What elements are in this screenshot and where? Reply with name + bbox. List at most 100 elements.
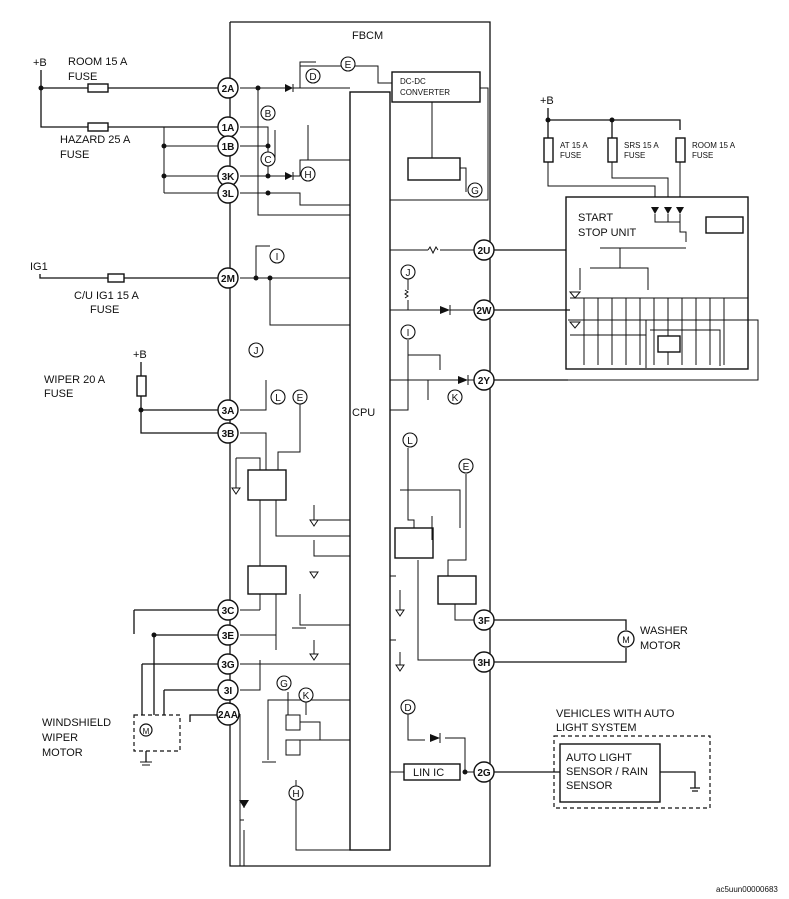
hazard-fuse — [87, 122, 109, 132]
ref-e-3: E — [458, 458, 474, 474]
ref-e-2: E — [292, 389, 308, 405]
diode-2a — [285, 84, 293, 92]
wiper-fuse — [136, 375, 147, 397]
dcdc-internal-block — [407, 157, 461, 181]
svg-text:2W: 2W — [477, 306, 493, 317]
svg-text:3C: 3C — [222, 606, 235, 617]
svg-text:B: B — [265, 109, 272, 120]
svg-text:3I: 3I — [224, 686, 233, 697]
svg-text:D: D — [309, 72, 316, 83]
ig1-label: IG1 — [30, 261, 48, 273]
svg-text:3A: 3A — [222, 406, 235, 417]
svg-text:J: J — [406, 268, 411, 279]
b-plus-right: +B — [540, 95, 554, 107]
svg-text:I: I — [276, 252, 279, 263]
ref-d-1: D — [305, 68, 321, 84]
ref-i-1: I — [269, 248, 285, 264]
svg-text:1A: 1A — [222, 123, 235, 134]
ig1-wire — [39, 274, 218, 279]
connector-2y: 2Y — [473, 369, 495, 391]
svg-text:3H: 3H — [478, 658, 491, 669]
svg-text:3G: 3G — [221, 660, 235, 671]
ref-g-2: G — [276, 675, 292, 691]
connector-3i: 3I — [217, 679, 239, 701]
b-plus-wiper: +B — [133, 349, 147, 361]
ref-b-1: B — [260, 105, 276, 121]
dcdc-converter-block — [391, 71, 481, 103]
ref-g-1: G — [467, 182, 483, 198]
cu-fuse-label-1: C/U IG1 15 A — [74, 290, 139, 302]
svg-text:E: E — [463, 462, 470, 473]
ws-motor-label-2: WIPER — [42, 732, 78, 744]
ref-j-1: J — [248, 342, 264, 358]
svg-text:2M: 2M — [221, 274, 235, 285]
svg-text:K: K — [303, 691, 310, 702]
svg-text:2Y: 2Y — [478, 376, 491, 387]
svg-text:3K: 3K — [222, 172, 236, 183]
room2-fuse-label-1: ROOM 15 A — [692, 141, 736, 150]
cu-ig1-fuse — [107, 273, 125, 283]
connector-3b: 3B — [217, 422, 239, 444]
cpu-block — [349, 91, 391, 851]
room-fuse-label-2: FUSE — [68, 71, 97, 83]
connector-2m: 2M — [217, 267, 239, 289]
auto-light-sensor-block — [559, 743, 661, 803]
connector-3f: 3F — [473, 609, 495, 631]
svg-text:2AA: 2AA — [218, 710, 238, 721]
svg-text:E: E — [297, 393, 304, 404]
svg-text:J: J — [254, 346, 259, 357]
ws-motor-label-3: MOTOR — [42, 747, 83, 759]
ref-i-2: I — [400, 324, 416, 340]
ref-k-1: K — [447, 389, 463, 405]
svg-text:2U: 2U — [478, 246, 491, 257]
washer-relay-2 — [437, 575, 477, 605]
auto-label-1: VEHICLES WITH AUTO — [556, 708, 675, 720]
fbcm-outline — [229, 21, 491, 867]
ref-k-2: K — [298, 687, 314, 703]
washer-motor — [617, 630, 635, 648]
svg-text:3F: 3F — [478, 616, 490, 627]
ssu-label-2: STOP UNIT — [578, 227, 637, 239]
ws-motor-label-1: WINDSHIELD — [42, 717, 111, 729]
connector-2a: 2A — [217, 77, 239, 99]
svg-text:L: L — [407, 436, 413, 447]
room2-fuse-label-2: FUSE — [692, 151, 713, 160]
room-fuse-label-1: ROOM 15 A — [68, 56, 128, 68]
svg-text:I: I — [407, 328, 410, 339]
svg-text:H: H — [304, 170, 311, 181]
connector-1a: 1A — [217, 116, 239, 138]
diode-3k — [285, 172, 293, 180]
ssu-label-1: START — [578, 212, 613, 224]
ssu-internal-box — [705, 216, 744, 234]
ref-h-2: H — [288, 785, 304, 801]
connector-3a: 3A — [217, 399, 239, 421]
lin-ic-label: LIN IC — [413, 767, 444, 779]
hazard-fuse-label-2: FUSE — [60, 149, 89, 161]
cu-fuse-label-2: FUSE — [90, 304, 119, 316]
b-plus-right-wire — [547, 108, 681, 138]
b-plus-top-left: +B — [33, 57, 47, 69]
washer-label-1: WASHER — [640, 625, 688, 637]
connector-3h: 3H — [473, 651, 495, 673]
room-fuse-1 — [87, 83, 109, 93]
wiper-power-wire — [140, 362, 218, 434]
srs-fuse-label-2: FUSE — [624, 151, 645, 160]
ref-c-1: C — [260, 151, 276, 167]
connector-2aa: 2AA — [216, 702, 240, 726]
srs-fuse-label-1: SRS 15 A — [624, 141, 659, 150]
connector-3e: 3E — [217, 624, 239, 646]
wiper-motor-symbol — [139, 723, 153, 737]
svg-text:K: K — [452, 393, 459, 404]
connector-1b: 1B — [217, 135, 239, 157]
svg-text:H: H — [292, 789, 299, 800]
svg-text:2A: 2A — [222, 84, 235, 95]
ref-l-1: L — [270, 389, 286, 405]
washer-relay-1 — [394, 527, 434, 559]
svg-text:L: L — [275, 393, 281, 404]
wiper-fuse-label-2: FUSE — [44, 388, 73, 400]
fbcm-title: FBCM — [352, 30, 383, 42]
wiper-relay-2 — [247, 565, 287, 595]
room-fuse-2 — [675, 137, 686, 163]
ref-j-2: J — [400, 264, 416, 280]
